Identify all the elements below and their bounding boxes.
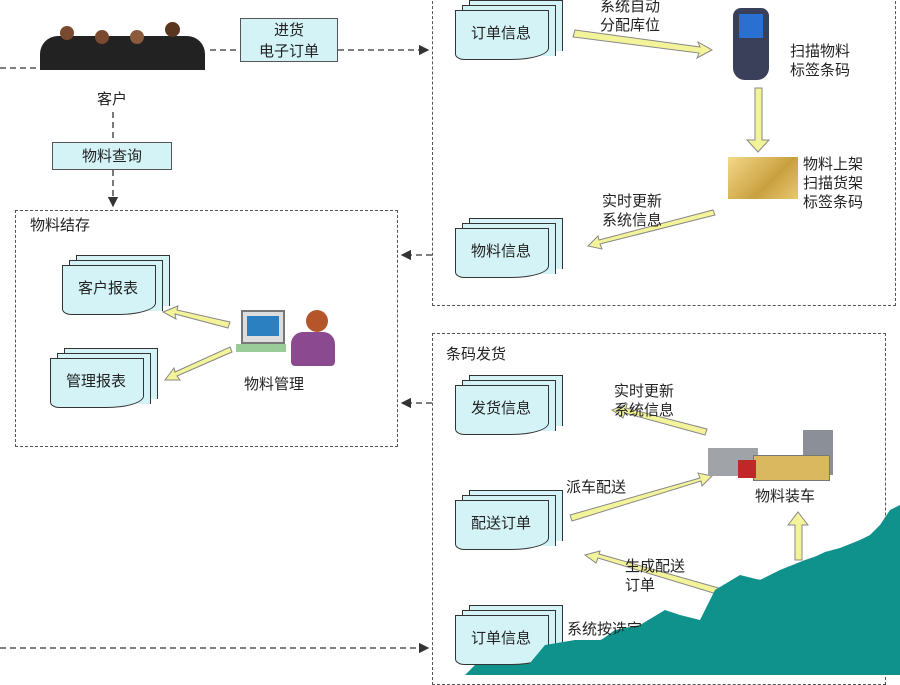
doc-label: 发货信息	[470, 399, 531, 417]
arrow-update-material	[586, 209, 716, 250]
customer-label: 客户	[97, 90, 128, 108]
scan-material-label: 扫描物料标签条码	[790, 42, 850, 80]
loading-label: 物料装车	[755, 487, 816, 505]
receiving-panel	[432, 0, 896, 306]
label-line: 订单	[625, 576, 656, 594]
shipping-update-label: 实时更新系统信息	[614, 382, 674, 420]
generate-order-label: 生成配送订单	[625, 557, 685, 595]
customer-report-doc[interactable]: 客户报表	[62, 255, 172, 317]
note-line: 电子订单	[258, 42, 319, 60]
auto-assign-label: 系统自动分配库位	[600, 0, 660, 35]
label-line: 物料上架	[803, 155, 864, 173]
label-line: 标签条码	[803, 193, 864, 211]
label-line: 分配库位	[600, 16, 661, 34]
shipping-info-doc[interactable]: 发货信息	[455, 375, 565, 437]
label-line: 系统信息	[614, 401, 675, 419]
shipping-title: 条码发货	[446, 345, 507, 363]
customers-illustration	[40, 18, 205, 70]
system-select-label: 系统按选定	[567, 620, 643, 638]
doc-label: 配送订单	[470, 514, 531, 532]
doc-label: 客户报表	[77, 279, 138, 297]
warehouse-shelf-image	[728, 157, 798, 199]
order-info-doc[interactable]: 订单信息	[455, 0, 565, 62]
label-line: 标签条码	[790, 61, 851, 79]
inventory-panel	[15, 210, 398, 447]
delivery-order-doc[interactable]: 配送订单	[455, 490, 565, 552]
arrow-shipping-update	[610, 403, 708, 436]
arrow-down-scan	[745, 87, 771, 153]
label-line: 实时更新	[602, 192, 663, 210]
doc-label: 订单信息	[470, 24, 531, 42]
computer-user-icon	[236, 308, 336, 368]
label-line: 扫描物料	[790, 42, 851, 60]
doc-label: 订单信息	[470, 629, 531, 647]
material-info-doc[interactable]: 物料信息	[455, 218, 565, 280]
barcode-scanner-icon	[733, 8, 769, 80]
label-line: 系统自动	[600, 0, 661, 15]
management-report-doc[interactable]: 管理报表	[50, 348, 160, 410]
arrow-customer-report	[161, 305, 231, 329]
doc-label: 物料信息	[470, 242, 531, 260]
label-line: 扫描货架	[803, 174, 864, 192]
purchase-order-note: 进货 电子订单	[240, 18, 338, 62]
doc-label: 管理报表	[65, 372, 126, 390]
material-management-label: 物料管理	[244, 375, 305, 393]
label-line: 系统信息	[602, 211, 663, 229]
inventory-title: 物料结存	[30, 216, 91, 234]
order-info-doc-bottom[interactable]: 订单信息	[455, 605, 565, 667]
note-line: 进货	[273, 21, 304, 39]
realtime-update-label: 实时更新系统信息	[602, 192, 662, 230]
label-line: 实时更新	[614, 382, 675, 400]
arrow-auto-assign	[572, 29, 714, 60]
truck-factory-illustration	[708, 430, 843, 485]
arrow-management-report	[164, 346, 233, 381]
dispatch-label: 派车配送	[566, 478, 627, 496]
material-query-button[interactable]: 物料查询	[52, 142, 172, 170]
shelving-label: 物料上架扫描货架标签条码	[803, 155, 863, 212]
label-line: 生成配送	[625, 557, 686, 575]
